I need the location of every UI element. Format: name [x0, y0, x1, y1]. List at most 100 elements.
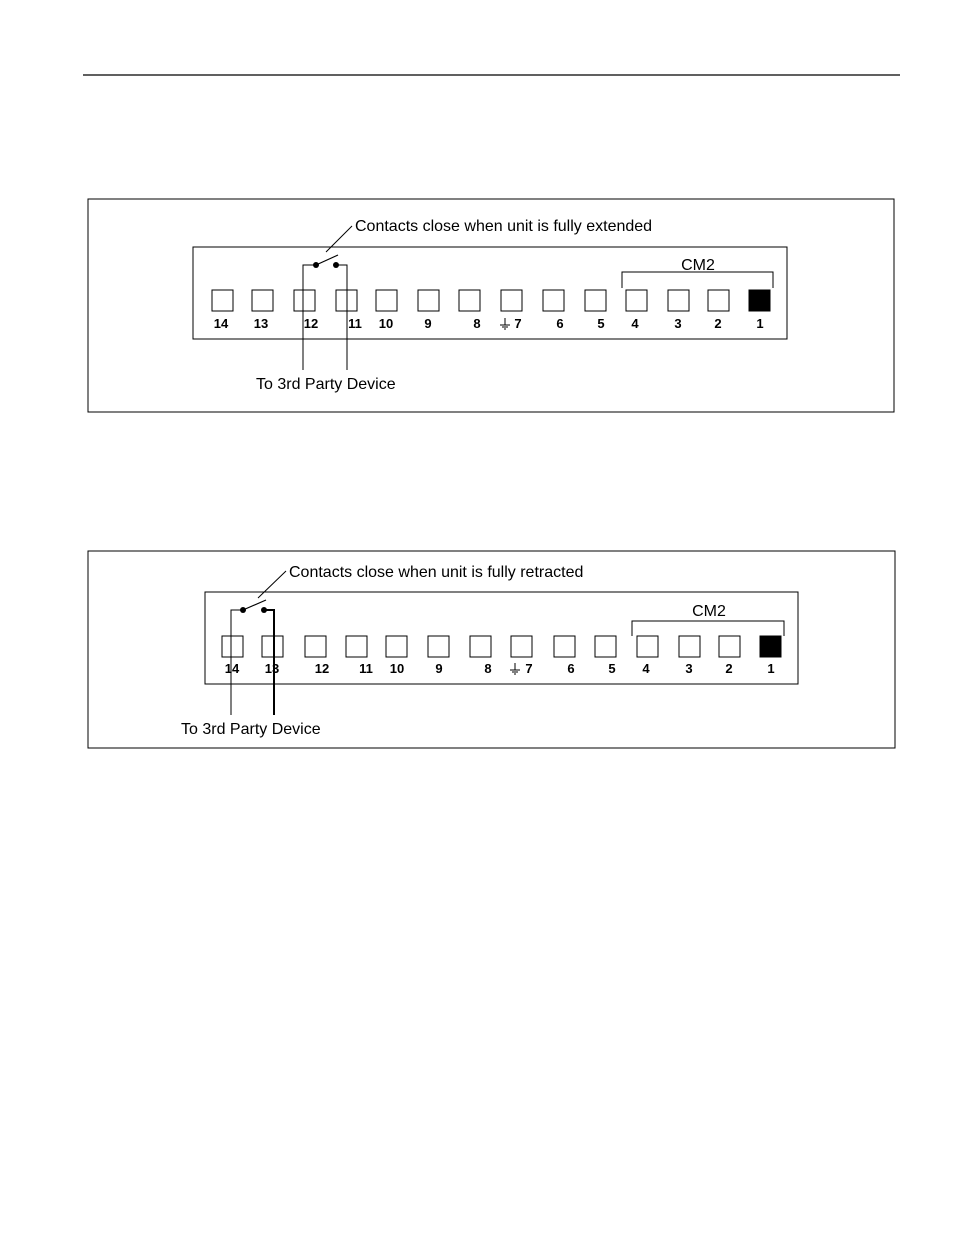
terminal-14: 14 [221, 635, 244, 676]
terminal-number: 6 [567, 661, 574, 676]
terminal-number: 13 [254, 316, 268, 331]
terminal-number: 8 [484, 661, 491, 676]
terminal-number: 13 [265, 661, 279, 676]
terminal-number: 3 [674, 316, 681, 331]
terminal-8: 8 [469, 635, 492, 676]
terminal-13: 13 [251, 289, 274, 331]
terminal-box [718, 635, 741, 658]
terminal-box [500, 289, 523, 312]
terminal-number: 4 [642, 661, 650, 676]
switch-wire-right [264, 609, 275, 715]
terminal-number: 7 [525, 661, 532, 676]
terminal-number: 11 [348, 316, 362, 331]
contacts-callout: Contacts close when unit is fully retrac… [289, 564, 583, 581]
terminal-3: 3 [667, 289, 690, 331]
terminal-number: 7 [514, 316, 521, 331]
terminal-number: 6 [556, 316, 563, 331]
terminal-box [542, 289, 565, 312]
terminal-box [427, 635, 450, 658]
terminal-number: 11 [359, 661, 373, 676]
terminal-4: 4 [636, 635, 659, 676]
terminal-13: 13 [261, 635, 284, 676]
terminal-box [345, 635, 368, 658]
terminal-number: 10 [390, 661, 404, 676]
terminal-number: 5 [608, 661, 615, 676]
terminal-box [417, 289, 440, 312]
terminal-number: 8 [473, 316, 480, 331]
terminal-3: 3 [678, 635, 701, 676]
diagram-frame [87, 550, 896, 749]
terminal-number: 2 [725, 661, 732, 676]
terminal-box [293, 289, 316, 312]
terminal-number: 2 [714, 316, 721, 331]
switch-blade [242, 599, 267, 611]
terminal-11: 11 [345, 635, 373, 676]
terminal-strip [192, 246, 788, 340]
terminal-4: 4 [625, 289, 648, 331]
terminal-2: 2 [718, 635, 741, 676]
terminal-1: 1 [748, 289, 771, 331]
terminal-box [553, 635, 576, 658]
ground-icon [510, 663, 520, 675]
terminal-1: 1 [759, 635, 782, 676]
terminal-box [385, 635, 408, 658]
terminal-6: 6 [542, 289, 565, 331]
terminal-12: 12 [304, 635, 329, 676]
terminal-10: 10 [385, 635, 408, 676]
terminal-box [678, 635, 701, 658]
terminal-box [335, 289, 358, 312]
terminal-number: 10 [379, 316, 393, 331]
switch-contact-dot [261, 607, 267, 613]
switch-contact-dot [333, 262, 339, 268]
terminal-9: 9 [427, 635, 450, 676]
switch-wire-left [230, 609, 243, 715]
terminal-box [211, 289, 234, 312]
device-label: To 3rd Party Device [181, 721, 321, 738]
terminal-5: 5 [594, 635, 617, 676]
contacts-callout: Contacts close when unit is fully extend… [355, 218, 652, 235]
terminal-8: 8 [458, 289, 481, 331]
callout-leader [325, 225, 353, 253]
terminal-9: 9 [417, 289, 440, 331]
terminal-7: 7 [510, 635, 533, 676]
terminal-box-filled [759, 635, 782, 658]
diagram-frame [87, 198, 895, 413]
terminal-box [458, 289, 481, 312]
terminal-number: 14 [214, 316, 229, 331]
terminal-number: 9 [424, 316, 431, 331]
cm2-label: CM2 [681, 257, 715, 274]
switch-wire-left [302, 264, 316, 370]
terminal-box [636, 635, 659, 658]
cm2-bracket [621, 271, 774, 288]
terminal-box [375, 289, 398, 312]
diagram-retracted: CM2 Contacts close when unit is fully re… [87, 550, 896, 749]
terminal-14: 14 [211, 289, 234, 331]
terminal-6: 6 [553, 635, 576, 676]
terminal-2: 2 [707, 289, 730, 331]
terminal-number: 3 [685, 661, 692, 676]
switch-blade [315, 254, 339, 266]
device-label: To 3rd Party Device [256, 376, 396, 393]
switch-wire-right [336, 264, 348, 370]
terminal-box [261, 635, 284, 658]
cm2-label: CM2 [692, 603, 726, 620]
cm2-bracket [631, 620, 785, 636]
diagram-extended: CM2 Contacts close when unit is fully ex… [87, 198, 895, 413]
terminal-box-filled [748, 289, 771, 312]
terminal-12: 12 [293, 289, 318, 331]
terminal-number: 4 [631, 316, 639, 331]
terminal-strip [204, 591, 799, 685]
callout-leader [257, 570, 287, 599]
terminal-10: 10 [375, 289, 398, 331]
terminal-number: 14 [225, 661, 240, 676]
terminal-number: 9 [435, 661, 442, 676]
terminal-box [510, 635, 533, 658]
terminal-number: 12 [304, 316, 318, 331]
terminal-11: 11 [335, 289, 362, 331]
terminal-box [584, 289, 607, 312]
terminal-number: 5 [597, 316, 604, 331]
terminal-box [594, 635, 617, 658]
terminal-7: 7 [500, 289, 523, 331]
